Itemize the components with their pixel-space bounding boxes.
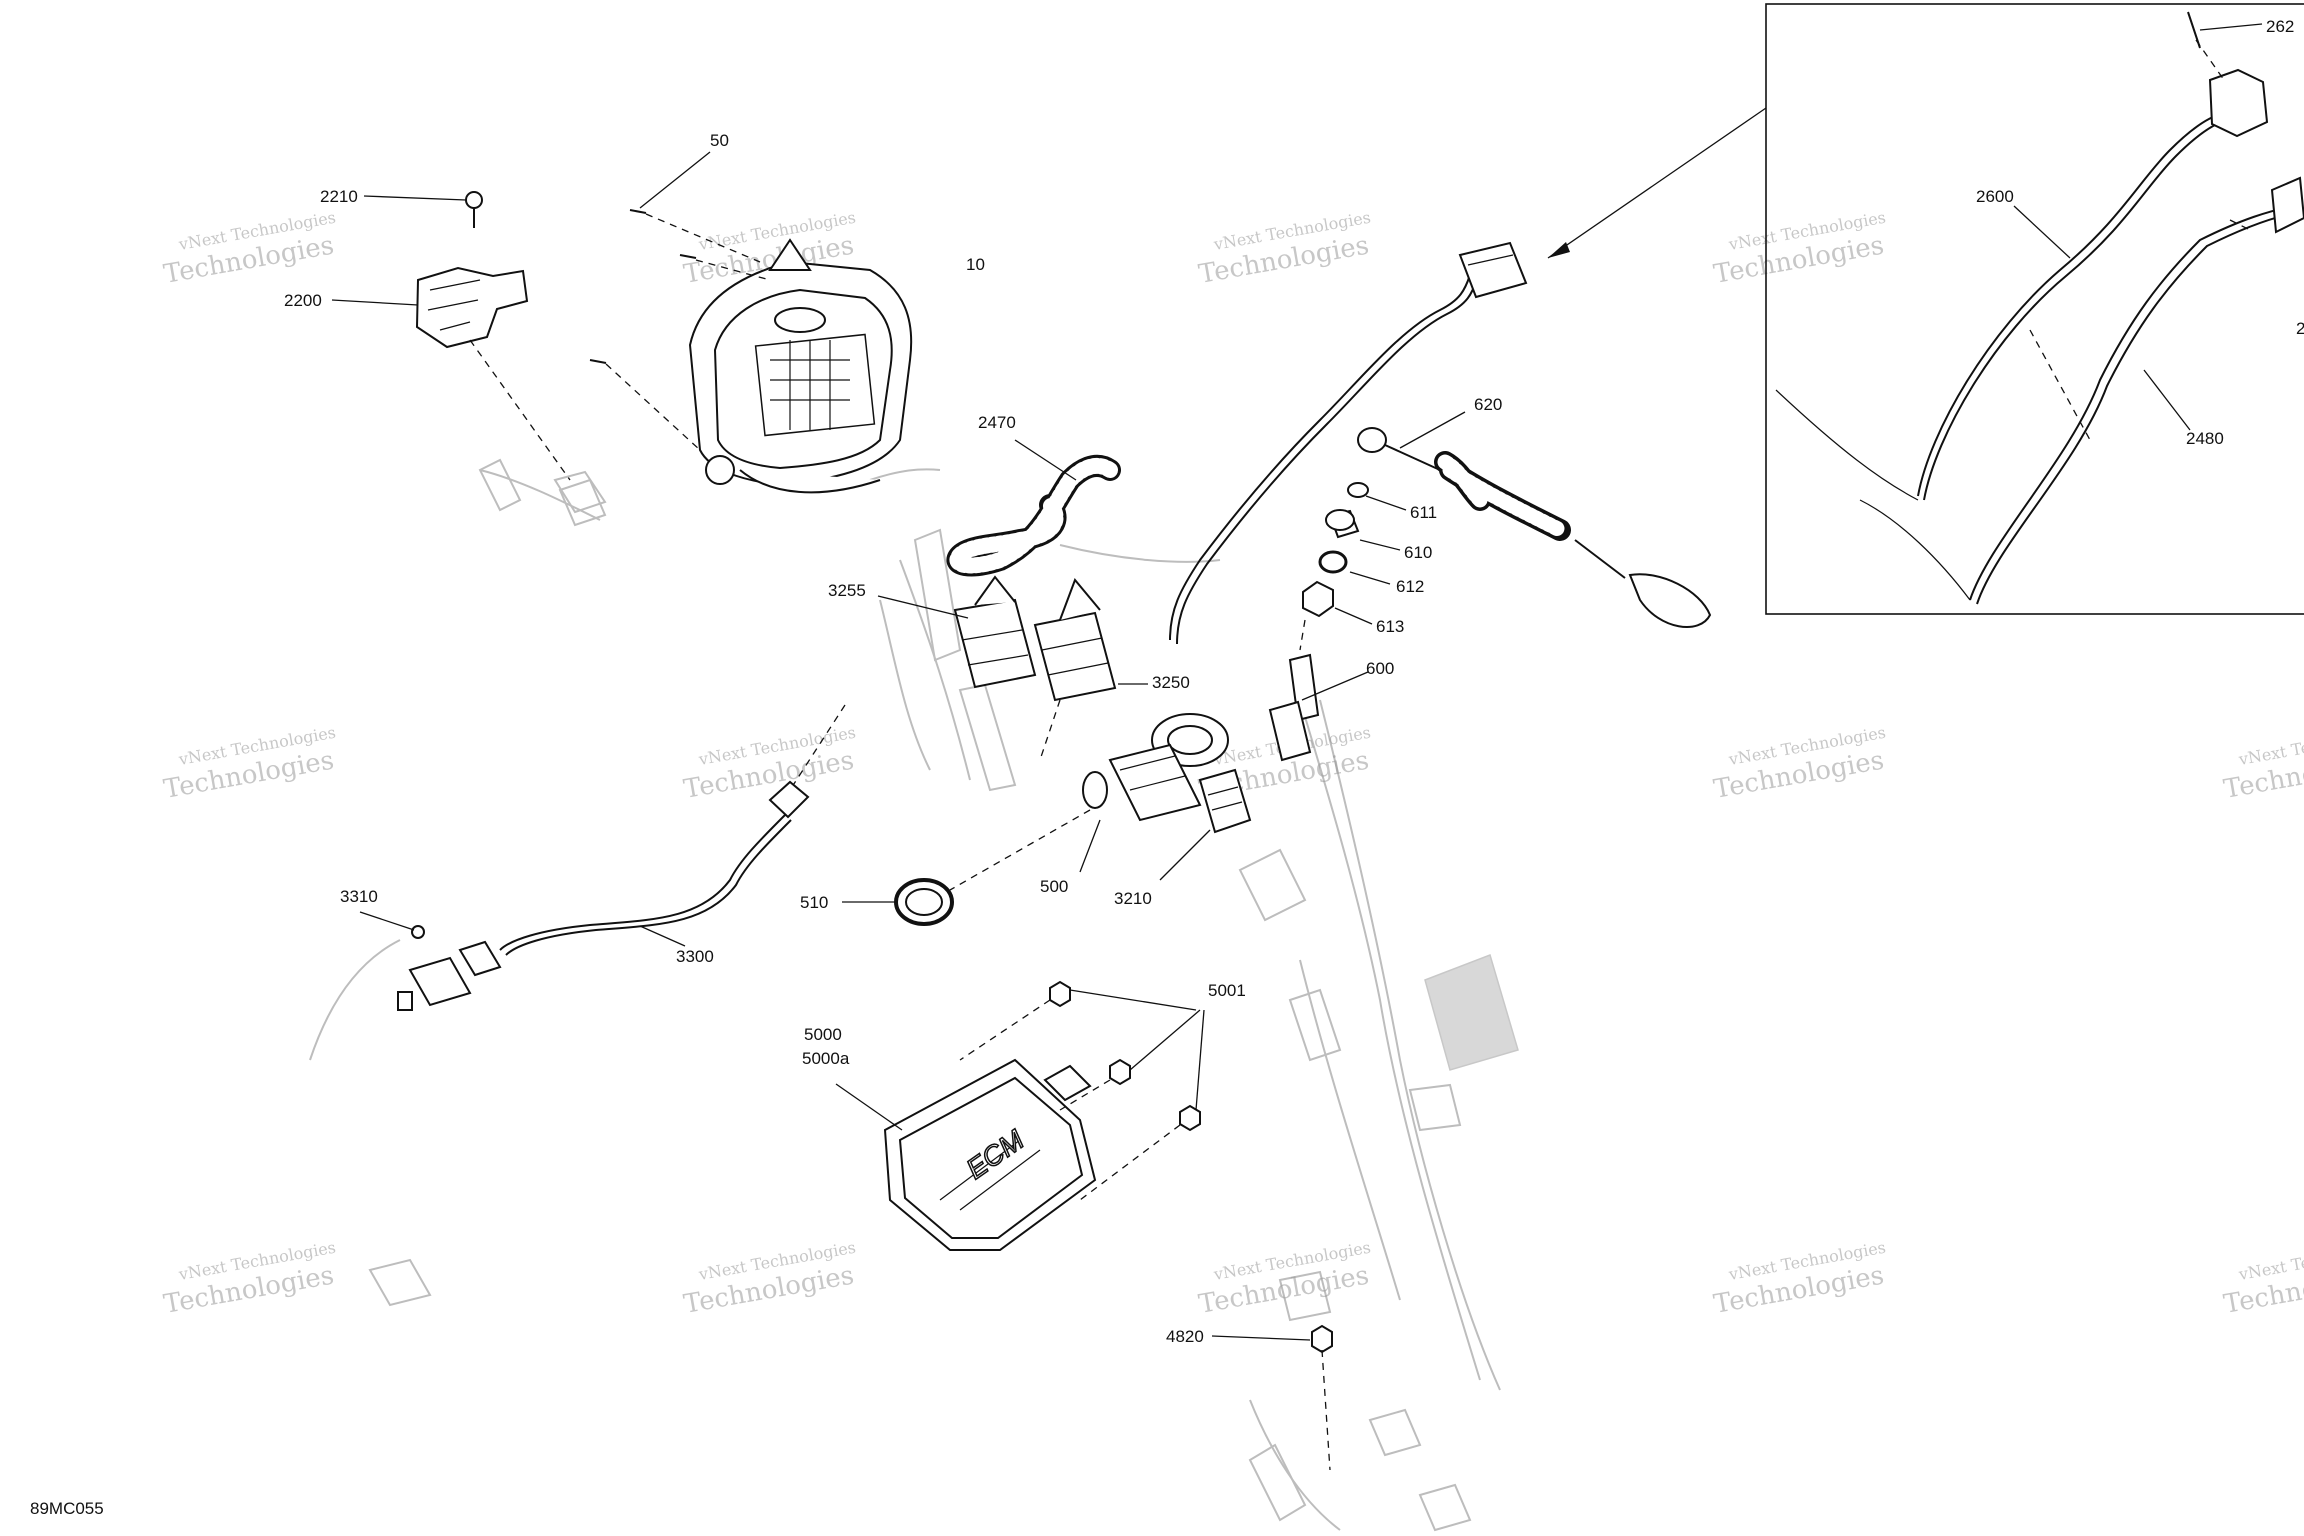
callout-600: 600 <box>1366 659 1394 678</box>
callout-500: 500 <box>1040 877 1068 896</box>
sensor-2200 <box>331 191 607 514</box>
callout-620: 620 <box>1474 395 1502 414</box>
nut-613 <box>1302 580 1373 625</box>
tether-cord-620 <box>1357 411 1712 628</box>
inset-frame <box>1765 3 2304 615</box>
harness-3300 <box>359 780 810 1011</box>
callout-2: 2 <box>2296 319 2304 338</box>
arrowhead-icon <box>1548 242 1570 258</box>
callout-2600: 2600 <box>1976 187 2014 206</box>
screws-5001 <box>959 980 1205 1201</box>
harness-2470 <box>946 439 1121 577</box>
screw-50 <box>589 151 771 451</box>
callout-3210: 3210 <box>1114 889 1152 908</box>
connector-3210 <box>1159 768 1252 881</box>
callout-613: 613 <box>1376 617 1404 636</box>
callout-5001: 5001 <box>1208 981 1246 1000</box>
inset-detail <box>1547 3 2304 615</box>
callout-10: 10 <box>966 255 985 274</box>
nut-510 <box>842 878 954 926</box>
callout-3250: 3250 <box>1152 673 1190 692</box>
callout-3310: 3310 <box>340 887 378 906</box>
callout-5000: 5000 <box>804 1025 842 1044</box>
part-611 <box>1347 482 1407 511</box>
key-switch-500 <box>949 713 1229 891</box>
callout-4820: 4820 <box>1166 1327 1204 1346</box>
knob-610 <box>1325 509 1401 551</box>
washer-612 <box>1318 550 1391 585</box>
battery-ghost <box>1424 954 1519 1071</box>
harness-main <box>1169 241 1528 645</box>
watermarks: vNext Technologies Technologies vNext Te… <box>162 208 2304 1320</box>
ecm-5000: ECM <box>835 1058 1097 1251</box>
callout-labels: 50 2210 2200 10 2470 3255 3250 620 611 6… <box>30 17 2304 1518</box>
switch-3250 <box>1033 578 1148 702</box>
callout-510: 510 <box>800 893 828 912</box>
callout-611: 611 <box>1410 503 1437 522</box>
background-frame-ghost <box>309 458 1519 1532</box>
callout-2480: 2480 <box>2186 429 2224 448</box>
callout-262: 262 <box>2266 17 2294 36</box>
callout-50: 50 <box>710 131 729 150</box>
callout-2210: 2210 <box>320 187 358 206</box>
inset-connector-2 <box>2270 176 2304 234</box>
inset-pointer-arrow <box>1547 107 1767 259</box>
callout-2470: 2470 <box>978 413 1016 432</box>
callout-3255: 3255 <box>828 581 866 600</box>
callout-610: 610 <box>1404 543 1432 562</box>
nut-4820 <box>1211 1324 1333 1471</box>
diagram-code: 89MC055 <box>30 1499 104 1518</box>
switch-3255 <box>877 575 1037 689</box>
inset-connector <box>2208 68 2269 138</box>
callout-612: 612 <box>1396 577 1424 596</box>
callout-5000a: 5000a <box>802 1049 850 1068</box>
instrument-cluster <box>688 238 913 494</box>
callout-2200: 2200 <box>284 291 322 310</box>
callout-3300: 3300 <box>676 947 714 966</box>
tether-switch-600 <box>1268 619 1369 762</box>
